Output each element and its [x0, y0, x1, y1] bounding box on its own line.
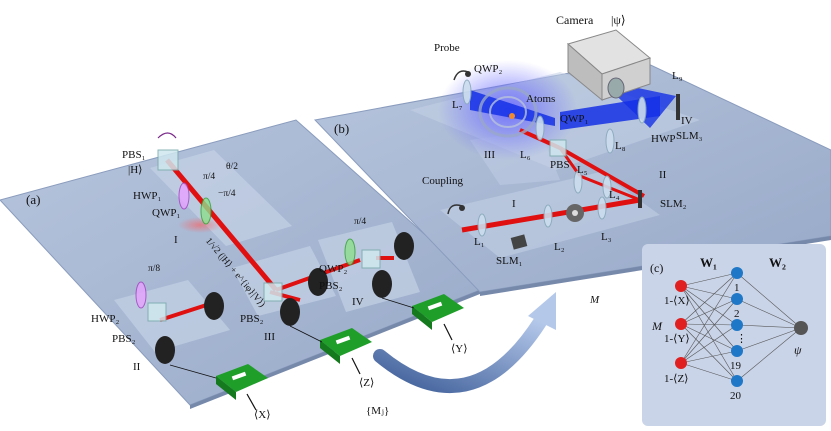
qwp2-b-label: QWP₂ — [474, 63, 503, 75]
hidden-node — [731, 319, 743, 331]
h-state-label: |H⟩ — [128, 164, 143, 176]
panel-a-optics — [135, 132, 464, 411]
coupling-label: Coupling — [422, 175, 463, 187]
output-node — [794, 321, 808, 335]
network-m-label: M — [652, 319, 662, 333]
w1-label: W₁ — [700, 255, 717, 270]
pbs2-left-label: PBS₂ — [112, 333, 136, 345]
exp-z-label: ⟨Z⟩ — [359, 377, 375, 389]
qwp2-label: QWP₂ — [319, 263, 348, 275]
hwp-b-label: HWP — [651, 133, 676, 145]
detector-pair-left — [155, 292, 224, 364]
panel-b-label: (b) — [334, 121, 350, 136]
hidden-label-19: 19 — [730, 360, 741, 372]
angle-pi8: π/8 — [148, 264, 161, 274]
input-node — [675, 280, 687, 292]
l1-label: L₁ — [474, 236, 485, 248]
atoms-label: Atoms — [526, 93, 556, 105]
l5-label: L₅ — [577, 164, 588, 176]
hidden-label-1: 1 — [734, 282, 740, 294]
probe-label: Probe — [434, 42, 460, 54]
hidden-node — [731, 375, 743, 387]
stage-b-3: III — [484, 149, 495, 161]
panel-b-optics — [447, 29, 680, 250]
stage-a-3: III — [264, 331, 275, 343]
mj-label: {Mⱼ} — [366, 405, 390, 417]
hidden-node — [731, 293, 743, 305]
angle-neg-pi4: −π/4 — [218, 189, 236, 199]
slm2-label: SLM₂ — [660, 198, 687, 210]
hidden-label-20: 20 — [730, 390, 741, 402]
stage-b-1: I — [512, 198, 516, 210]
angle-pi4-top: π/4 — [203, 172, 216, 182]
stage-a-1: I — [174, 234, 178, 246]
stage-a-2: II — [133, 361, 141, 373]
input-node — [675, 357, 687, 369]
hidden-node — [731, 345, 743, 357]
hidden-ellipsis: ⋮ — [736, 333, 747, 345]
hwp1-label: HWP₁ — [133, 190, 162, 202]
input-label-x: 1-⟨X⟩ — [664, 295, 690, 307]
slm3-label: SLM₃ — [676, 130, 703, 142]
l8-label: L₈ — [615, 140, 626, 152]
w2-label: W₂ — [769, 255, 786, 270]
stage-b-2: II — [659, 169, 667, 181]
l3-label: L₃ — [601, 231, 612, 243]
input-nodes — [675, 280, 687, 369]
hidden-node — [731, 267, 743, 279]
exp-y-label: ⟨Y⟩ — [451, 343, 468, 355]
l6-label: L₆ — [520, 149, 531, 161]
hidden-label-2: 2 — [734, 308, 740, 320]
feedback-arrow — [373, 292, 556, 394]
pbs1-label: PBS₁ — [122, 149, 146, 161]
panel-a-label: (a) — [26, 192, 41, 207]
camera-label: Camera — [556, 13, 594, 27]
hidden-nodes — [731, 267, 743, 387]
l2-label: L₂ — [554, 241, 565, 253]
m-label: M — [590, 294, 600, 306]
hwp2-label: HWP₂ — [91, 313, 120, 325]
input-label-y: 1-⟨Y⟩ — [664, 333, 690, 345]
angle-pi4-right: π/4 — [354, 217, 367, 227]
psi-ket-label: |ψ⟩ — [611, 13, 626, 27]
qwp1-b-label: QWP₁ — [560, 113, 589, 125]
stage-a-4: IV — [352, 296, 364, 308]
input-node — [675, 318, 687, 330]
l9-label: L₉ — [672, 70, 683, 82]
pbs2-right-label: PBS₂ — [319, 280, 343, 292]
angle-theta2: θ/2 — [226, 162, 238, 172]
pbs-b-label: PBS — [550, 159, 570, 171]
slm1-label: SLM₁ — [496, 255, 523, 267]
l7-label: L₇ — [452, 99, 463, 111]
qwp1-label: QWP₁ — [152, 207, 181, 219]
output-psi-label: ψ — [794, 343, 802, 357]
exp-x-label: ⟨X⟩ — [254, 409, 271, 421]
panel-c-label: (c) — [650, 261, 664, 275]
stage-b-4: IV — [681, 115, 693, 127]
input-label-z: 1-⟨Z⟩ — [664, 373, 689, 385]
l4-label: L₄ — [609, 189, 620, 201]
green-detectors — [216, 294, 464, 400]
pbs2-mid-label: PBS₂ — [240, 313, 264, 325]
